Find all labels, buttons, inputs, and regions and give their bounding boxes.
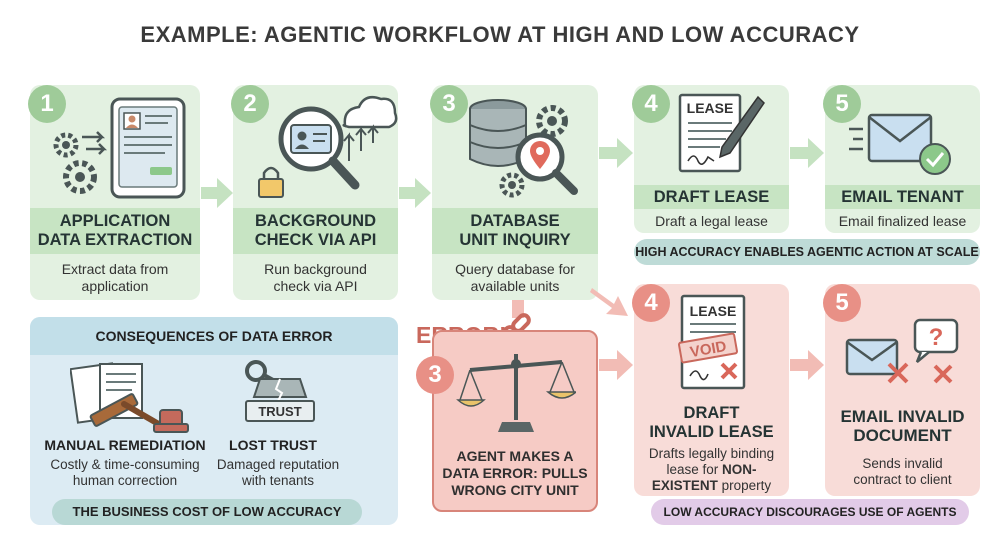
lost-trust-desc: Damaged reputation with tenants: [216, 457, 340, 488]
broken-trust-icon: TRUST: [240, 357, 320, 440]
consequences-heading: CONSEQUENCES OF DATA ERROR: [30, 317, 398, 355]
bad-step-4-desc: Drafts legally binding lease for NON- EX…: [648, 446, 775, 493]
step-number: 3: [416, 356, 454, 394]
flow-arrow: [790, 350, 824, 380]
database-search-icon: [462, 95, 592, 205]
email-sent-icon: [847, 109, 957, 180]
low-accuracy-banner: LOW ACCURACY DISCOURAGES USE OF AGENTS: [651, 499, 969, 525]
step-3-desc: Query database for available units: [455, 261, 575, 294]
step-5-card: 5 EMAIL TENANT Email finalized lease: [823, 85, 980, 233]
bad-step-4-title: DRAFT INVALID LEASE: [649, 404, 774, 441]
gavel-paperwork-icon: [69, 360, 190, 440]
step-number: 3: [430, 85, 468, 123]
step-number: 2: [231, 85, 269, 123]
step-number: 4: [632, 284, 670, 322]
step-3-title: DATABASE UNIT INQUIRY: [432, 208, 598, 254]
step-number: 1: [28, 85, 66, 123]
error-connector: [506, 300, 530, 334]
error-card: 3 AGENT MAKES A DATA ERROR: PULLS WRONG …: [416, 330, 598, 512]
svg-text:VOID: VOID: [689, 338, 728, 361]
business-cost-banner: THE BUSINESS COST OF LOW ACCURACY: [52, 499, 362, 525]
step-5-title: EMAIL TENANT: [825, 185, 980, 209]
flow-arrow: [599, 138, 633, 168]
manual-remediation-title: MANUAL REMEDIATION: [44, 437, 206, 453]
step-3-card: 3 DATABASE UNIT INQUIRY Query database f…: [430, 85, 598, 300]
high-accuracy-banner: HIGH ACCURACY ENABLES AGENTIC ACTION AT …: [634, 239, 980, 265]
void-lease-icon: LEASE VOID: [676, 292, 756, 397]
lease-document-icon: LEASE: [676, 91, 768, 178]
error-message: AGENT MAKES A DATA ERROR: PULLS WRONG CI…: [442, 448, 588, 498]
background-check-icon: [253, 91, 398, 206]
scales-icon: [456, 348, 579, 441]
step-1-card: 1 APPLICATION DATA EXTRACTION Extract da…: [28, 85, 200, 300]
svg-text:TRUST: TRUST: [258, 404, 301, 419]
bad-step-5-title: EMAIL INVALID DOCUMENT: [840, 407, 965, 445]
svg-text:?: ?: [929, 324, 944, 351]
step-4-card: 4 LEASE DRAFT LEASE Draft a legal lease: [632, 85, 789, 233]
step-2-card: 2 BACKGROUND CHECK VIA API Run backgroun…: [231, 85, 398, 300]
application-form-icon: [50, 97, 200, 207]
invalid-email-icon: ?: [839, 314, 969, 399]
step-4-title: DRAFT LEASE: [634, 185, 789, 209]
flow-arrow: [599, 350, 633, 380]
svg-text:LEASE: LEASE: [690, 303, 737, 319]
flow-arrow: [399, 178, 431, 208]
step-5-desc: Email finalized lease: [838, 213, 967, 229]
step-number: 4: [632, 85, 670, 123]
step-number: 5: [823, 284, 861, 322]
step-1-title: APPLICATION DATA EXTRACTION: [30, 208, 200, 254]
flow-arrow: [790, 138, 824, 168]
flow-arrow: [590, 282, 634, 318]
lost-trust-title: LOST TRUST: [229, 437, 317, 453]
bad-step-4-card: 4 LEASE VOID DRAFT INVALID LEASE Drafts …: [632, 284, 789, 496]
page-title: EXAMPLE: AGENTIC WORKFLOW AT HIGH AND LO…: [140, 22, 860, 47]
flow-arrow: [201, 178, 233, 208]
manual-remediation-desc: Costly & time-consuming human correction: [50, 457, 200, 488]
step-4-desc: Draft a legal lease: [655, 213, 768, 229]
step-2-title: BACKGROUND CHECK VIA API: [233, 208, 398, 254]
step-number: 5: [823, 85, 861, 123]
step-1-desc: Extract data from application: [61, 261, 169, 294]
step-2-desc: Run background check via API: [264, 261, 367, 294]
bad-step-5-desc: Sends invalid contract to client: [853, 456, 952, 487]
svg-text:LEASE: LEASE: [687, 100, 734, 116]
bad-step-5-card: 5 ? EMAIL INVALID DOCUMENT Sends invalid…: [823, 284, 980, 496]
